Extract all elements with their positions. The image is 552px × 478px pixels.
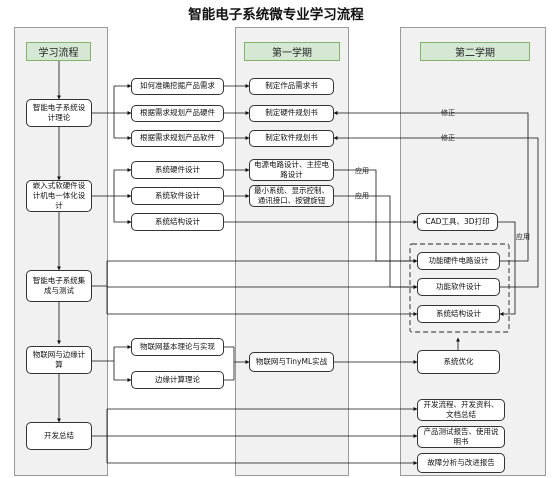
term2-test-report: 产品测试报告、使用说明书 bbox=[417, 426, 505, 448]
apply-label-3: 应用 bbox=[516, 233, 530, 241]
flow-step-integration-test: 智能电子系统集成与测试 bbox=[26, 270, 92, 302]
s1-branch-bus bbox=[92, 86, 115, 138]
topic-edge-computing: 边缘计算理论 bbox=[131, 371, 224, 389]
term1-hardware-plan: 制定硬件规划书 bbox=[249, 105, 334, 122]
term2-structure-design: 系统结构设计 bbox=[417, 305, 500, 323]
term1-requirements-doc: 制定作品需求书 bbox=[249, 78, 334, 95]
flow-step-embedded-design: 嵌入式软硬件设计机电一体化设计 bbox=[26, 180, 92, 212]
term2-hardware-circuit: 功能硬件电路设计 bbox=[417, 252, 500, 270]
apply-label-1: 应用 bbox=[355, 167, 369, 175]
topic-software-planning: 根据需求规划产品软件 bbox=[131, 130, 224, 147]
term1-minimal-system: 最小系统、显示控制、通讯接口、按键旋钮 bbox=[249, 185, 334, 207]
topic-requirements-mining: 如何准确挖掘产品需求 bbox=[131, 78, 224, 95]
term2-dev-docs: 开发流程、开发资料、文档总结 bbox=[417, 399, 505, 421]
apply-label-2: 应用 bbox=[355, 192, 369, 200]
topic-hardware-design: 系统硬件设计 bbox=[131, 161, 224, 179]
b1-apply-line bbox=[498, 221, 516, 316]
term1-iot-tinyml: 物联网与TinyML实战 bbox=[249, 352, 334, 372]
s4-branch-bus bbox=[92, 347, 115, 380]
fix-line-2 bbox=[333, 136, 539, 288]
term2-software-design: 功能软件设计 bbox=[417, 278, 500, 296]
topic-iot-theory: 物联网基本理论与实现 bbox=[131, 338, 224, 356]
integration-group bbox=[409, 243, 510, 333]
s3-integration-bus bbox=[92, 261, 108, 314]
term2-fault-analysis: 故障分析与改进报告 bbox=[417, 453, 505, 473]
term2-system-optimization: 系统优化 bbox=[417, 350, 500, 374]
t7-t8-to-a6 bbox=[224, 346, 249, 381]
fix-line-1 bbox=[333, 111, 529, 262]
flow-step-design-theory: 智能电子系统设计理论 bbox=[26, 99, 92, 127]
s5-branch-bus bbox=[92, 409, 108, 463]
term2-cad-3d-print: CAD工具、3D打印 bbox=[417, 213, 498, 231]
term1-power-circuit: 电源电路设计、主控电路设计 bbox=[249, 159, 334, 181]
term2-column-header: 第二学期 bbox=[420, 42, 530, 61]
a4-apply-line bbox=[333, 169, 418, 263]
topic-structure-design: 系统结构设计 bbox=[131, 213, 224, 231]
fix-label-2: 修正 bbox=[441, 134, 455, 142]
term1-column bbox=[235, 27, 349, 476]
topic-software-design: 系统软件设计 bbox=[131, 187, 224, 205]
fix-label-1: 修正 bbox=[441, 109, 455, 117]
flow-step-summary: 开发总结 bbox=[26, 422, 92, 450]
term1-software-plan: 制定软件规划书 bbox=[249, 130, 334, 147]
s2-branch-bus bbox=[92, 170, 115, 222]
term1-column-header: 第一学期 bbox=[244, 42, 340, 61]
diagram-title: 智能电子系统微专业学习流程 bbox=[188, 7, 364, 23]
a5-apply-line bbox=[333, 195, 418, 289]
topic-hardware-planning: 根据需求规划产品硬件 bbox=[131, 105, 224, 122]
flow-step-iot-edge: 物联网与边缘计算 bbox=[26, 346, 92, 374]
flow-column-header: 学习流程 bbox=[26, 42, 91, 61]
